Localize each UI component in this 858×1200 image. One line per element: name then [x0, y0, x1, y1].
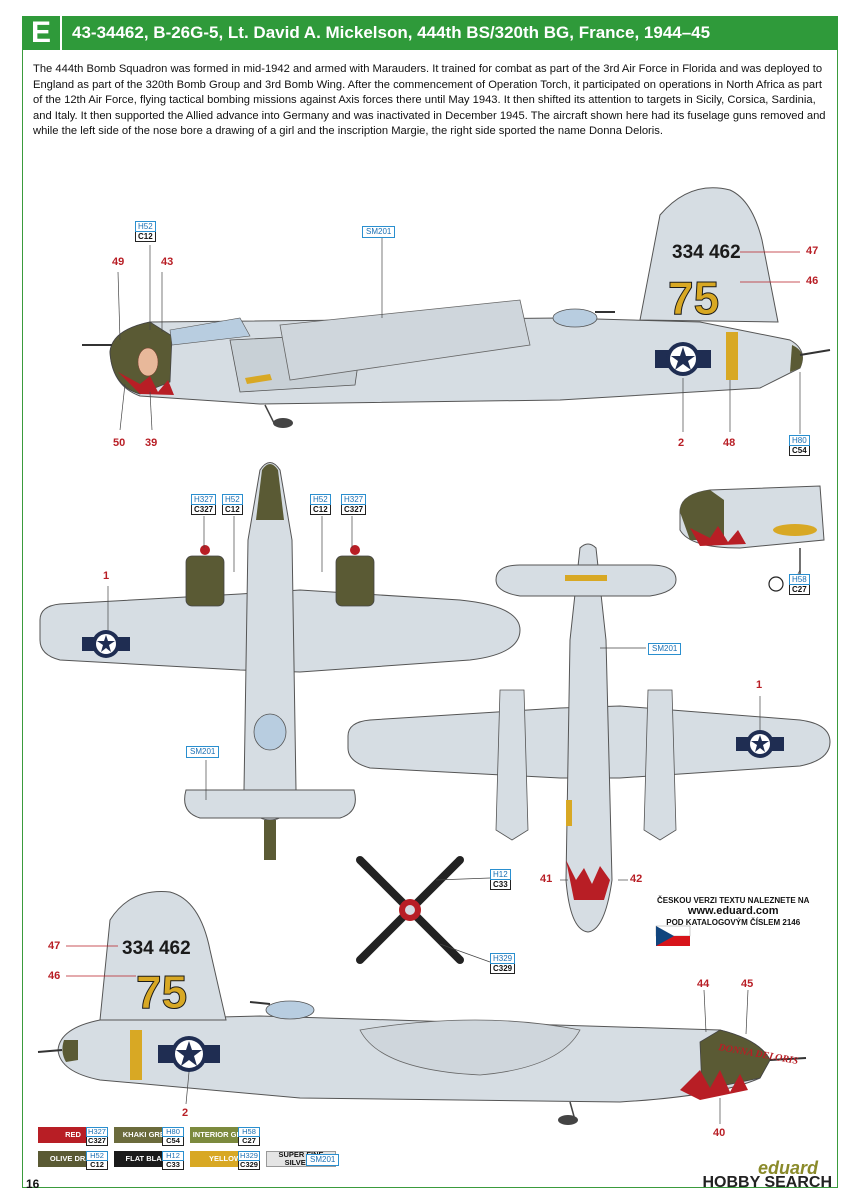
eduard-logo: eduard [757, 1158, 818, 1178]
code-tag-sm201-topview: SM201 [186, 746, 220, 758]
code-tag-nose-gear-interior: H58 C27 [789, 574, 810, 595]
fin-code-bottom: 75 [136, 966, 187, 1018]
callout-1-top: 1 [103, 570, 110, 582]
bottom-plan-view [347, 543, 831, 933]
callout-47-bottom: 47 [48, 940, 61, 952]
callout-2-bottom: 2 [182, 1107, 189, 1119]
callout-45: 45 [741, 978, 754, 990]
czech-flag-icon [655, 925, 691, 946]
callout-46: 46 [806, 275, 819, 287]
insignia-star-bottom-wing [736, 730, 784, 758]
callout-42: 42 [630, 873, 643, 885]
callout-41: 41 [540, 873, 553, 885]
legend-code-interior-green: H58 C27 [238, 1127, 260, 1146]
callout-50: 50 [113, 437, 126, 449]
czech-notice: ČESKOU VERZI TEXTU NALEZNETE NA www.edua… [657, 896, 810, 927]
legend-code-red: H327 C327 [86, 1127, 108, 1146]
code-tag-prop-yellow: H329 C329 [490, 953, 516, 974]
insignia-star-bottom-profile [158, 1036, 220, 1072]
page-number: 16 [26, 1177, 40, 1191]
callout-2: 2 [678, 437, 685, 449]
fin-serial-bottom: 334 462 [122, 938, 191, 959]
fin-serial-top: 334 462 [672, 242, 741, 263]
callout-48: 48 [723, 437, 736, 449]
scheme-description: The 444th Bomb Squadron was formed in mi… [33, 63, 826, 138]
legend-code-sm201: SM201 [306, 1154, 340, 1166]
top-plan-view [39, 462, 521, 860]
scheme-header: E 43-34462, B-26G-5, Lt. David A. Mickel… [22, 16, 838, 50]
callout-44: 44 [697, 978, 710, 990]
code-tag-nacelle-olive-right: H52 C12 [310, 494, 331, 515]
code-tag-nose-olive: H52 C12 [135, 221, 156, 242]
callout-46-bottom: 46 [48, 970, 61, 982]
callout-1-bottom: 1 [756, 679, 763, 691]
right-profile-view [37, 891, 807, 1125]
czech-url: www.eduard.com [687, 905, 779, 917]
insignia-star-left-wing [82, 630, 130, 658]
legend-code-khaki-green: H80 C54 [162, 1127, 184, 1146]
code-tag-spinner-red-left: H327 C327 [191, 494, 217, 515]
callout-43: 43 [161, 256, 174, 268]
propeller-view [356, 856, 464, 964]
nose-detail-view [679, 485, 825, 592]
legend-code-olive-drab: H52 C12 [86, 1151, 108, 1170]
callout-39: 39 [145, 437, 158, 449]
legend-code-flat-black: H12 C33 [162, 1151, 184, 1170]
fin-code-top: 75 [668, 272, 719, 324]
code-tag-tail-khaki: H80 C54 [789, 435, 810, 456]
callout-47: 47 [806, 245, 819, 257]
code-tag-sm201-bottomview: SM201 [648, 643, 682, 655]
insignia-star-top [655, 342, 711, 376]
code-tag-sm201-top: SM201 [362, 226, 396, 238]
callout-40: 40 [713, 1127, 726, 1139]
scheme-letter: E [22, 16, 62, 50]
left-profile-view [82, 187, 831, 428]
legend-code-yellow: H329 C329 [238, 1151, 260, 1170]
scheme-title: 43-34462, B-26G-5, Lt. David A. Mickelso… [72, 23, 711, 42]
callout-49: 49 [112, 256, 125, 268]
code-tag-spinner-red-right: H327 C327 [341, 494, 367, 515]
code-tag-prop-black: H12 C33 [490, 869, 511, 890]
code-tag-nacelle-olive-left: H52 C12 [222, 494, 243, 515]
hobby-search-watermark: HOBBY SEARCH [702, 1174, 833, 1191]
